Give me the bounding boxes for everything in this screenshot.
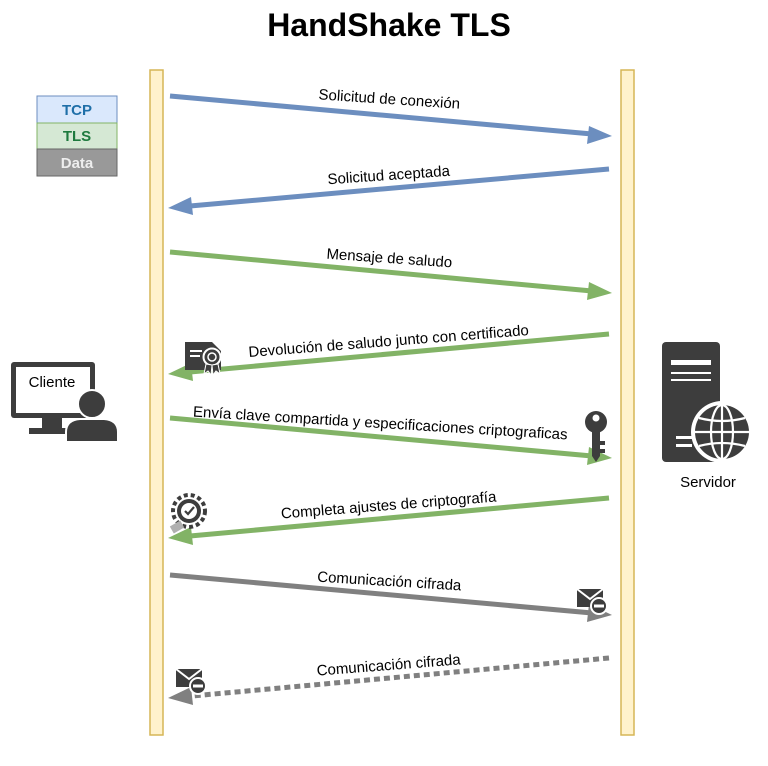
server-actor: Servidor <box>662 342 753 491</box>
encrypted-mail-icon <box>175 668 207 695</box>
server-label: Servidor <box>680 474 736 491</box>
client-lifeline <box>149 69 164 736</box>
client-actor: Cliente <box>11 362 119 443</box>
message-7-label: Comunicación cifrada <box>316 651 462 679</box>
message-7-arrow <box>168 655 610 705</box>
key-icon <box>585 411 607 462</box>
legend-item-data: Data <box>36 148 118 177</box>
gear-check-icon <box>169 493 207 534</box>
server-globe-icon <box>662 342 753 463</box>
client-label: Cliente <box>29 374 76 391</box>
message-5-arrow <box>168 495 610 545</box>
legend-item-tls: TLS <box>36 122 118 150</box>
legend-label-tls: TLS <box>63 128 91 145</box>
message-0-label: Solicitud de conexión <box>318 86 461 112</box>
server-lifeline <box>620 69 635 736</box>
legend-label-data: Data <box>61 155 94 172</box>
diagram-title: HandShake TLS <box>267 7 511 43</box>
legend-item-tcp: TCP <box>36 95 118 124</box>
client-computer-user-icon <box>11 362 119 443</box>
message-1-arrow <box>168 166 610 215</box>
message-2-arrow <box>169 249 612 300</box>
legend: TCP TLS Data <box>36 95 118 177</box>
legend-label-tcp: TCP <box>62 102 92 119</box>
message-0-arrow <box>169 93 612 144</box>
certificate-icon <box>185 342 222 377</box>
